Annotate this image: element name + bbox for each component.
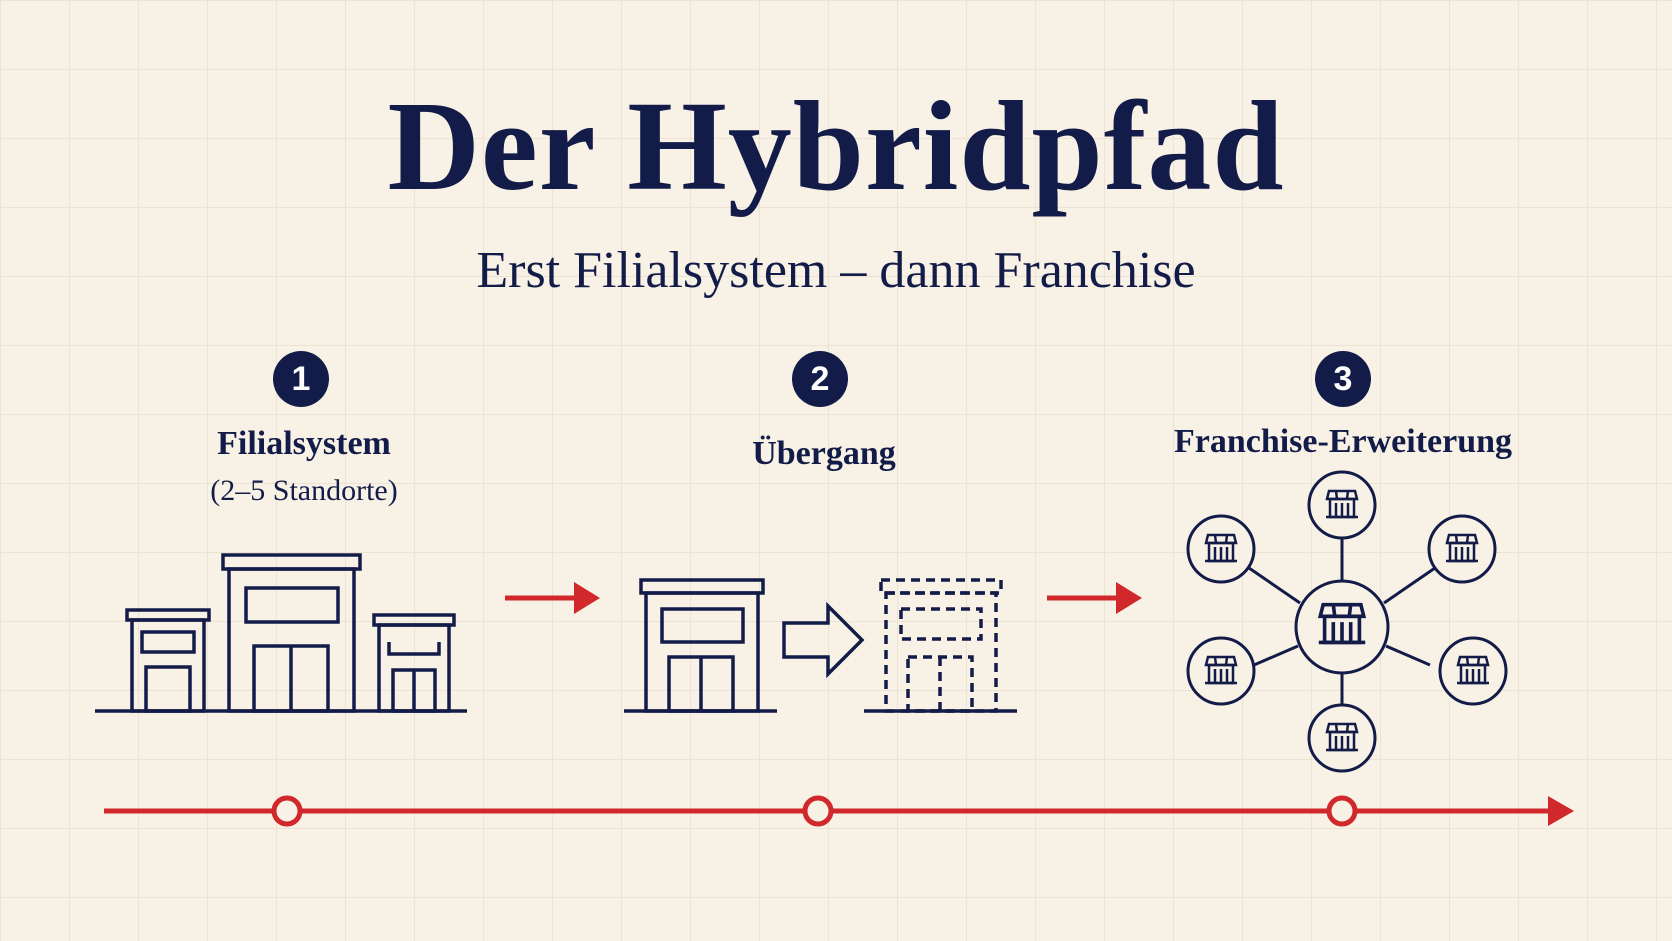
step-3-number-badge: 3 [1315,351,1371,407]
transition-icon [624,578,1017,713]
page-subtitle: Erst Filialsystem – dann Franchise [476,242,1196,299]
step-2-label: Übergang [752,435,896,472]
step-3-label: Franchise-Erweiterung [1173,423,1513,460]
page-title: Der Hybridpfad [387,75,1285,217]
branch-stores-icon [95,553,467,713]
timeline [104,795,1574,827]
step-2-number-badge: 2 [792,351,848,407]
step-1-label: Filialsystem [217,425,391,462]
arrow-right-icon [505,582,1142,614]
network-hub-icon [1186,470,1508,773]
step-1-sublabel: (2–5 Standorte) [210,474,398,507]
step-1-number-badge: 1 [273,351,329,407]
